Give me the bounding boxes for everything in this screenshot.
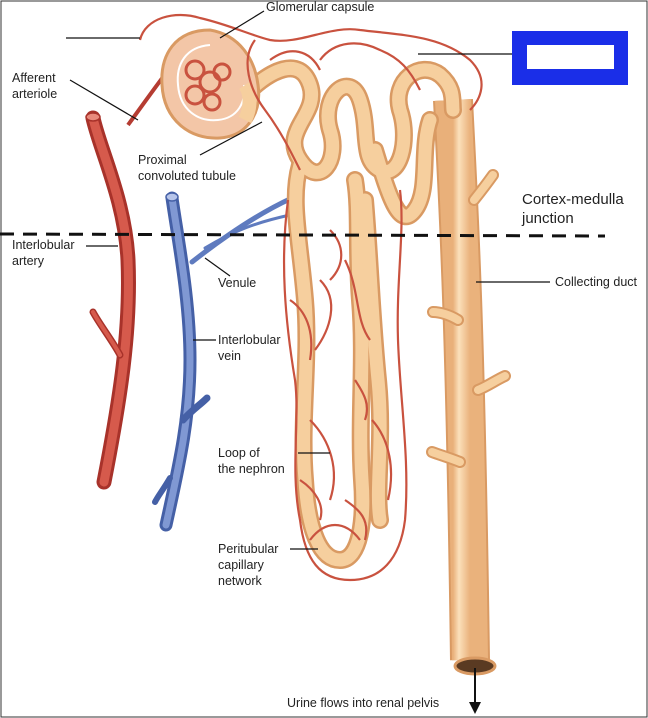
masked-label-box xyxy=(512,31,628,85)
label-proximal-line2: convoluted tubule xyxy=(138,169,236,183)
interlobular-vein xyxy=(152,191,295,532)
label-peritubular-line1: Peritubular xyxy=(218,542,278,556)
glomerular-capsule xyxy=(160,28,261,140)
urine-arrow xyxy=(469,668,481,714)
collecting-duct xyxy=(426,99,511,676)
label-interlobular-artery-line1: Interlobular xyxy=(12,238,75,252)
label-proximal-line1: Proximal xyxy=(138,153,187,167)
cortex-medulla-line xyxy=(0,232,606,238)
peritubular-capillary-network xyxy=(138,13,483,582)
label-afferent-arteriole-line2: arteriole xyxy=(12,87,57,101)
labels: Glomerular capsule Afferent arteriole Pr… xyxy=(12,0,638,710)
label-peritubular-line3: network xyxy=(218,574,263,588)
leader-lines xyxy=(66,10,550,550)
label-urine: Urine flows into renal pelvis xyxy=(287,696,439,710)
label-interlobular-vein-line2: vein xyxy=(218,349,241,363)
label-cortex-medulla-line2: junction xyxy=(521,210,574,227)
label-loop-line1: Loop of xyxy=(218,446,260,460)
label-collecting-duct: Collecting duct xyxy=(555,275,638,289)
interlobular-artery xyxy=(85,110,136,490)
label-glomerular-capsule: Glomerular capsule xyxy=(266,0,374,14)
label-interlobular-artery-line2: artery xyxy=(12,254,45,268)
label-interlobular-vein-line1: Interlobular xyxy=(218,333,281,347)
label-afferent-arteriole-line1: Afferent xyxy=(12,71,56,85)
label-venule: Venule xyxy=(218,276,256,290)
label-peritubular-line2: capillary xyxy=(218,558,265,572)
label-cortex-medulla-line1: Cortex-medulla xyxy=(522,191,624,208)
label-loop-line2: the nephron xyxy=(218,462,285,476)
convoluted-tubules xyxy=(236,59,462,570)
